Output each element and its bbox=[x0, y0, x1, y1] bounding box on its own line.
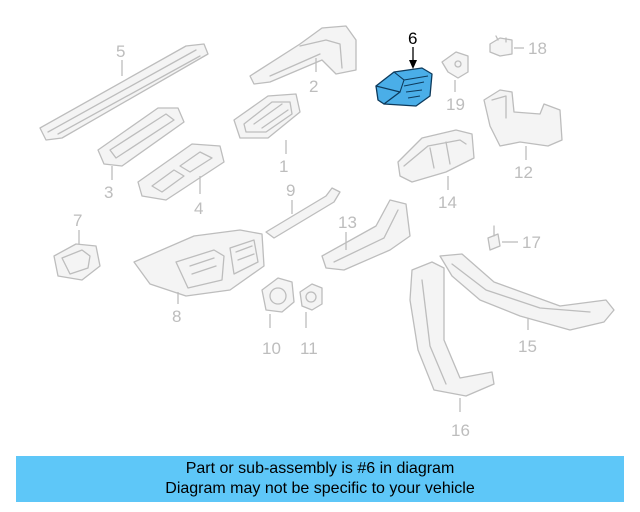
svg-text:19: 19 bbox=[446, 95, 465, 114]
svg-text:13: 13 bbox=[338, 213, 357, 232]
callout-6: 6 bbox=[408, 29, 417, 69]
part-3-vent-frame[interactable] bbox=[97, 107, 185, 167]
svg-text:6: 6 bbox=[408, 29, 417, 48]
svg-text:3: 3 bbox=[104, 183, 113, 202]
part-8-dash-panel[interactable] bbox=[133, 229, 265, 297]
callout-18: 18 bbox=[514, 39, 547, 58]
callout-15: 15 bbox=[518, 318, 537, 356]
callout-4: 4 bbox=[194, 176, 203, 218]
caption-line-2: Diagram may not be specific to your vehi… bbox=[165, 480, 475, 497]
svg-text:18: 18 bbox=[528, 39, 547, 58]
callout-5: 5 bbox=[116, 42, 125, 76]
svg-text:17: 17 bbox=[522, 233, 541, 252]
svg-text:8: 8 bbox=[172, 307, 181, 326]
callout-3: 3 bbox=[104, 166, 113, 202]
part-18-sensor[interactable] bbox=[489, 35, 513, 57]
caption-banner: Part or sub-assembly is #6 in diagram Di… bbox=[16, 456, 624, 502]
callout-12: 12 bbox=[514, 146, 533, 182]
callout-17: 17 bbox=[502, 233, 541, 252]
part-5-defroster-duct[interactable] bbox=[39, 43, 209, 141]
svg-text:2: 2 bbox=[309, 77, 318, 96]
svg-text:1: 1 bbox=[279, 157, 288, 176]
callout-2: 2 bbox=[309, 58, 318, 96]
svg-text:4: 4 bbox=[194, 199, 203, 218]
callout-10: 10 bbox=[262, 314, 281, 358]
part-13-long-duct[interactable] bbox=[321, 199, 411, 271]
callout-14: 14 bbox=[438, 176, 457, 212]
part-14-duct-assembly[interactable] bbox=[397, 129, 475, 183]
callout-8: 8 bbox=[172, 292, 181, 326]
caption-line-1: Part or sub-assembly is #6 in diagram bbox=[185, 460, 455, 477]
part-16-floor-duct[interactable] bbox=[409, 261, 495, 397]
svg-text:5: 5 bbox=[116, 42, 125, 61]
callout-1: 1 bbox=[279, 140, 288, 176]
part-10-ring[interactable] bbox=[261, 277, 295, 313]
part-4-vent-bezel[interactable] bbox=[137, 143, 225, 201]
svg-text:10: 10 bbox=[262, 339, 281, 358]
callout-16: 16 bbox=[451, 398, 470, 440]
callout-7: 7 bbox=[73, 211, 82, 244]
svg-text:14: 14 bbox=[438, 193, 457, 212]
part-11-grommet[interactable] bbox=[299, 283, 323, 311]
part-9-tube[interactable] bbox=[265, 187, 341, 239]
parts-diagram: 5 2 6 19 18 bbox=[39, 25, 615, 440]
part-12-rear-duct[interactable] bbox=[483, 89, 563, 147]
svg-text:12: 12 bbox=[514, 163, 533, 182]
part-7-side-vent[interactable] bbox=[53, 243, 101, 281]
svg-text:11: 11 bbox=[300, 339, 318, 358]
part-15-floor-duct[interactable] bbox=[439, 253, 615, 331]
part-17-pin[interactable] bbox=[487, 225, 501, 251]
callout-9: 9 bbox=[286, 181, 295, 214]
callout-13: 13 bbox=[338, 213, 357, 250]
svg-text:7: 7 bbox=[73, 211, 82, 230]
part-6-vent-outlet[interactable] bbox=[375, 67, 433, 107]
callout-19: 19 bbox=[446, 80, 465, 114]
svg-text:9: 9 bbox=[286, 181, 295, 200]
part-1-center-vent[interactable] bbox=[233, 93, 301, 139]
svg-text:16: 16 bbox=[451, 421, 470, 440]
part-19-clip[interactable] bbox=[441, 51, 469, 79]
callout-11: 11 bbox=[300, 312, 318, 358]
svg-text:15: 15 bbox=[518, 337, 537, 356]
part-2-upper-duct[interactable] bbox=[249, 25, 357, 85]
